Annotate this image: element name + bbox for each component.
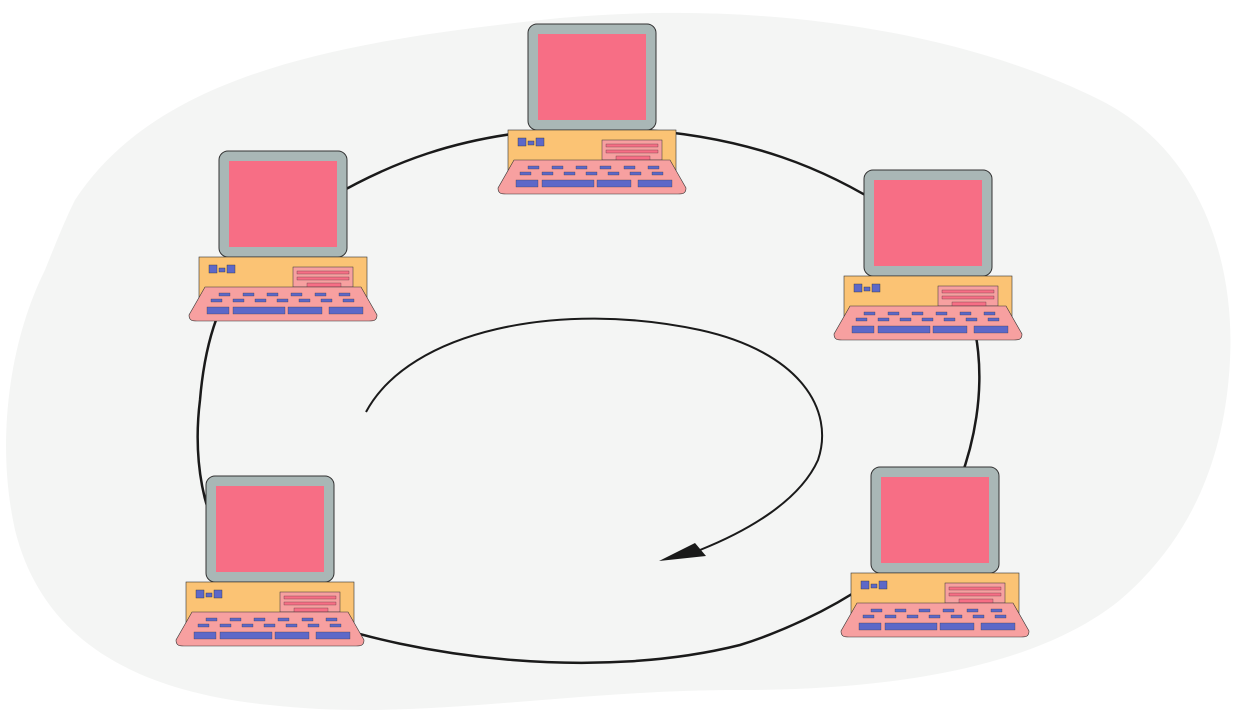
flow-arrow-curve	[365, 317, 823, 551]
flow-arrowhead	[659, 543, 706, 561]
